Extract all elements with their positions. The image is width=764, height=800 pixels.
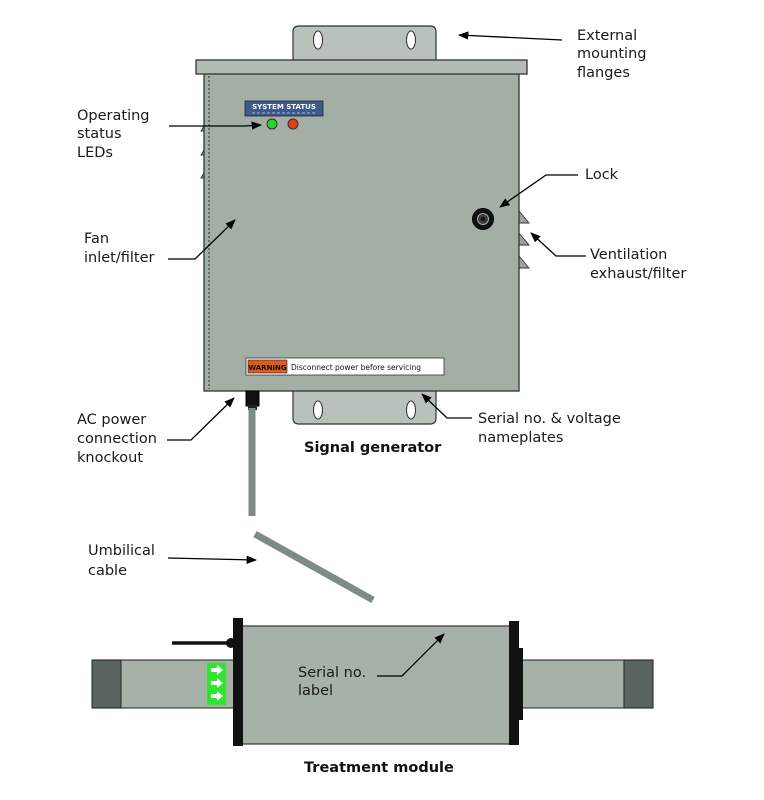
left-flange-plate — [233, 618, 243, 746]
bottom-mounting-flange — [292, 389, 437, 425]
callout-labels: External mounting flanges Operating stat… — [77, 28, 686, 776]
leader-operating-status-leds — [169, 121, 263, 130]
status-led-green — [266, 118, 278, 130]
ventilation-exhaust-vent — [518, 209, 530, 224]
flange-slot — [406, 400, 416, 420]
ventilation-exhaust-vent — [518, 231, 530, 246]
warning-badge — [247, 359, 288, 374]
signal-generator: SYSTEM STATUS WARNING Disconnect power b… — [195, 25, 530, 425]
flow-arrow-icon — [211, 691, 223, 701]
caption-signal-generator: Signal generator — [304, 440, 442, 456]
treatment-module-body — [240, 625, 512, 745]
leader-ac-power-knockout — [167, 397, 235, 441]
leader-ventilation-exhaust-filter — [530, 232, 586, 257]
treatment-module — [91, 618, 654, 746]
leader-fan-inlet-filter — [168, 219, 236, 260]
status-led-red — [287, 118, 299, 130]
label-serial-no-label: Serial no. label — [298, 665, 371, 699]
leader-serial-voltage-nameplates — [421, 393, 472, 419]
umbilical-cable — [248, 408, 375, 604]
label-operating-status-leds: Operating status LEDs — [77, 108, 154, 161]
leader-umbilical-cable — [167, 555, 258, 564]
leader-external-mounting-flanges — [457, 31, 563, 41]
leader-lines — [167, 31, 586, 677]
status-panel — [244, 100, 324, 117]
warning-text: Disconnect power before servicing — [291, 363, 421, 372]
outlet-pipe-end-cap — [623, 659, 654, 709]
flange-slot — [313, 400, 323, 420]
label-lock: Lock — [585, 167, 619, 183]
flange-slot — [313, 30, 323, 50]
ventilation-exhaust-vent — [518, 254, 530, 269]
label-umbilical-cable: Umbilical cable — [88, 543, 160, 579]
lock-keyhole-center — [481, 217, 485, 221]
ac-power-knockout-base — [248, 405, 257, 410]
warning-label — [245, 357, 445, 376]
leader-serial-no-label — [377, 633, 445, 677]
leader-lock — [499, 174, 578, 208]
caption-treatment-module: Treatment module — [304, 760, 454, 776]
ac-power-knockout — [245, 390, 260, 407]
enclosure-body — [203, 72, 520, 392]
enclosure-lid — [195, 59, 528, 75]
right-flange-plate — [509, 621, 519, 745]
label-fan-inlet-filter: Fan inlet/filter — [84, 231, 155, 266]
label-serial-voltage-nameplates: Serial no. & voltage nameplates — [478, 411, 625, 446]
cable-lower-segment — [253, 530, 375, 604]
right-flange-ring — [518, 648, 523, 720]
top-mounting-flange — [292, 25, 437, 63]
status-panel-title: SYSTEM STATUS — [252, 103, 316, 111]
cable-connector — [226, 638, 236, 648]
label-ac-power-connection-knockout: AC power connection knockout — [77, 412, 162, 466]
label-ventilation-exhaust-filter: Ventilation exhaust/filter — [590, 247, 686, 282]
label-external-mounting-flanges: External mounting flanges — [577, 28, 651, 81]
warning-badge-text: WARNING — [248, 364, 287, 372]
inlet-pipe-end-cap — [91, 659, 122, 709]
flange-slot — [406, 30, 416, 50]
flow-arrow-icon — [211, 665, 223, 675]
flow-arrow-icon — [211, 678, 223, 688]
